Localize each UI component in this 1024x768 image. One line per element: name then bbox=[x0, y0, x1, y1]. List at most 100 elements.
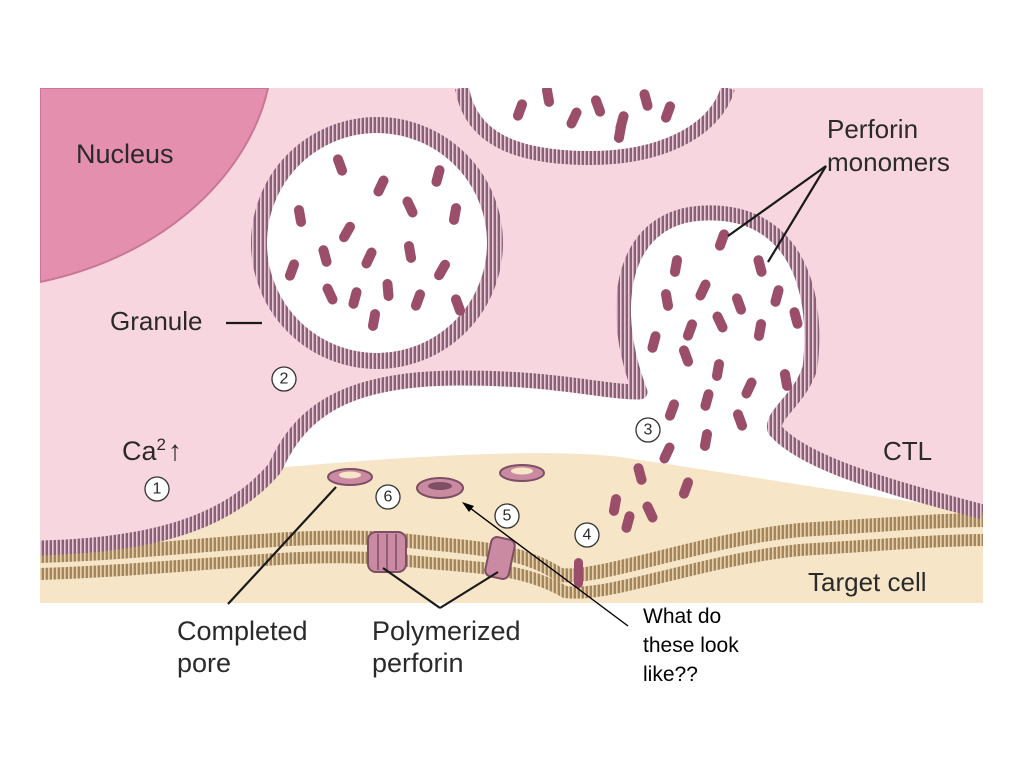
perforin-monomer bbox=[621, 511, 635, 533]
calcium-superscript: 2 bbox=[157, 435, 166, 454]
perforin-monomer bbox=[633, 463, 647, 485]
perforin-monomer bbox=[660, 289, 674, 311]
perforin-monomer bbox=[332, 154, 348, 176]
perforin-monomer bbox=[590, 95, 606, 117]
step-marker: 3 bbox=[635, 417, 661, 443]
perforin-monomer bbox=[402, 196, 418, 218]
nucleus bbox=[40, 88, 270, 284]
perforin-label-line1: Perforin bbox=[827, 114, 918, 144]
svg-text:1: 1 bbox=[153, 481, 162, 498]
perforin-monomer bbox=[639, 89, 653, 111]
polymerized-label-line1: Polymerized bbox=[372, 616, 521, 646]
perforin-monomer bbox=[566, 107, 582, 129]
perforin-leader bbox=[767, 165, 827, 263]
perforin-monomer bbox=[403, 241, 417, 263]
perforin-monomer bbox=[322, 283, 338, 305]
annotation-arrow bbox=[462, 502, 629, 627]
step-marker: 2 bbox=[271, 366, 297, 392]
step-marker: 5 bbox=[494, 503, 520, 529]
svg-text:2: 2 bbox=[280, 371, 289, 388]
granule-label: Granule bbox=[110, 306, 203, 336]
perforin-monomer bbox=[714, 229, 730, 251]
perforin-leader bbox=[727, 165, 827, 237]
perforin-monomer bbox=[318, 245, 332, 267]
perforin-monomer bbox=[731, 293, 747, 315]
perforin-monomer bbox=[348, 287, 362, 309]
perforin-monomer bbox=[678, 477, 694, 499]
perforin-monomer bbox=[753, 255, 767, 277]
ctl-label: CTL bbox=[883, 436, 932, 466]
step-marker: 1 bbox=[144, 476, 170, 502]
perforin-monomer bbox=[770, 285, 784, 307]
completed-pore-leader bbox=[227, 486, 337, 605]
annotation-line: What do bbox=[643, 605, 722, 628]
perforin-monomer bbox=[361, 247, 377, 269]
perforin-monomer bbox=[434, 259, 450, 281]
perforin-monomer bbox=[382, 279, 394, 301]
perforin-monomer bbox=[367, 309, 381, 331]
polymerized-perforin bbox=[484, 536, 516, 580]
target-cell-label: Target cell bbox=[808, 567, 927, 597]
annotation-line: these look bbox=[643, 634, 739, 657]
polymerized-perforin bbox=[367, 531, 407, 573]
perforin-monomer bbox=[450, 294, 466, 316]
synapse-space bbox=[275, 212, 983, 513]
perforin-monomer bbox=[613, 121, 627, 143]
perforin-monomer bbox=[642, 501, 658, 523]
perforin-monomer bbox=[695, 279, 711, 301]
polymerized-leader bbox=[439, 571, 499, 609]
perforin-monomer bbox=[741, 377, 757, 399]
perforin-monomer bbox=[669, 255, 683, 277]
calcium-base: Ca bbox=[122, 436, 157, 466]
polymerized-leader bbox=[382, 567, 441, 609]
perforin-monomer bbox=[448, 203, 462, 225]
perforin-monomer bbox=[284, 259, 300, 281]
svg-text:6: 6 bbox=[384, 489, 393, 506]
perforin-monomer bbox=[682, 319, 698, 341]
perforin-label-line2: monomers bbox=[827, 147, 950, 177]
perforin-monomer bbox=[664, 399, 680, 421]
perforin-monomer bbox=[700, 389, 714, 411]
perforin-monomer bbox=[512, 99, 528, 121]
svg-text:3: 3 bbox=[644, 422, 653, 439]
perforin-monomer bbox=[789, 307, 803, 329]
svg-text:5: 5 bbox=[503, 508, 512, 525]
calcium-increase-arrow: ↑ bbox=[168, 435, 182, 466]
completed-pore bbox=[416, 477, 464, 499]
perforin-monomer bbox=[711, 359, 725, 381]
perforin-monomers bbox=[284, 88, 803, 533]
perforin-monomer bbox=[660, 101, 676, 123]
completed-pore bbox=[499, 464, 545, 482]
perforin-monomer bbox=[431, 165, 445, 187]
perforin-monomer bbox=[410, 289, 426, 311]
step-marker: 4 bbox=[574, 522, 600, 548]
perforin-monomer bbox=[647, 331, 661, 353]
target-cytoplasm bbox=[40, 453, 983, 603]
perforin-monomer bbox=[339, 221, 355, 243]
perforin-monomer bbox=[732, 409, 748, 431]
perforin-monomer bbox=[753, 319, 767, 341]
perforin-monomer bbox=[678, 345, 694, 367]
perforin-monomer bbox=[293, 205, 307, 227]
annotation-line: like?? bbox=[643, 663, 698, 686]
perforin-monomer bbox=[779, 369, 793, 391]
perforin-monomer bbox=[373, 175, 389, 197]
granule-top bbox=[455, 88, 735, 166]
completed-pore bbox=[327, 468, 373, 486]
ctl-membrane bbox=[40, 205, 983, 556]
nucleus-label: Nucleus bbox=[76, 139, 174, 169]
perforin-monomer bbox=[712, 311, 728, 333]
calcium-label: Ca2↑ bbox=[122, 435, 182, 466]
perforin-monomer bbox=[659, 442, 675, 464]
perforin-monomer bbox=[699, 429, 713, 451]
completed-pore-label-line2: pore bbox=[177, 648, 231, 678]
perforin-monomer bbox=[608, 494, 622, 516]
perforin-monomer-inserted bbox=[574, 558, 583, 588]
completed-pore-label-line1: Completed bbox=[177, 616, 308, 646]
svg-text:4: 4 bbox=[583, 527, 592, 544]
step-marker: 6 bbox=[375, 484, 401, 510]
polymerized-label-line2: perforin bbox=[372, 648, 464, 678]
perforin-monomer bbox=[541, 88, 555, 107]
